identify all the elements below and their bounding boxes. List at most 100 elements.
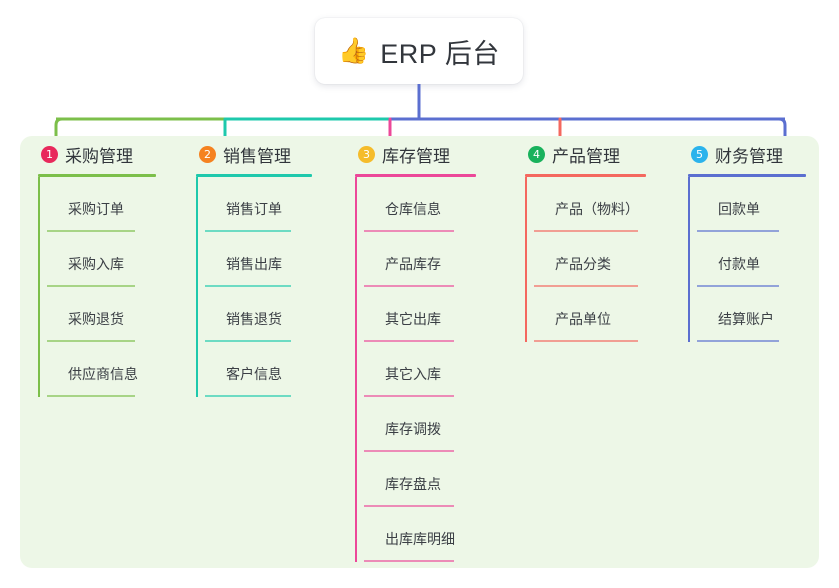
list-item-rule xyxy=(697,230,779,232)
branch-number-badge: 4 xyxy=(528,145,545,163)
list-item[interactable]: 采购退货 xyxy=(47,287,186,342)
list-item-rule xyxy=(364,340,454,342)
branch-title: 财务管理 xyxy=(715,146,783,166)
branch-title: 产品管理 xyxy=(552,146,620,166)
branch-header-产品管理[interactable]: 4 产品管理 xyxy=(525,136,680,172)
list-item-label: 采购退货 xyxy=(68,311,124,327)
list-item[interactable]: 客户信息 xyxy=(205,342,347,397)
list-item[interactable]: 采购订单 xyxy=(47,177,186,232)
list-item[interactable]: 付款单 xyxy=(697,232,819,287)
list-item[interactable]: 回款单 xyxy=(697,177,819,232)
branch-header-财务管理[interactable]: 5 财务管理 xyxy=(688,136,819,172)
root-node[interactable]: 👍 ERP 后台 xyxy=(315,18,523,84)
branch-number-badge: 1 xyxy=(41,145,58,163)
list-item-label: 回款单 xyxy=(718,201,760,217)
list-item-rule xyxy=(47,340,135,342)
branch-title: 销售管理 xyxy=(223,146,291,166)
branch-spine xyxy=(525,177,527,342)
list-item-rule xyxy=(697,340,779,342)
list-item-label: 产品库存 xyxy=(385,256,441,272)
branch-header-rule xyxy=(355,174,476,177)
list-item-label: 库存调拨 xyxy=(385,421,441,437)
branch-spine xyxy=(688,177,690,342)
branch-number-badge: 2 xyxy=(199,145,216,163)
branch-header-rule xyxy=(525,174,646,177)
branch-title: 库存管理 xyxy=(382,146,450,166)
branch-column-产品管理: 4 产品管理产品（物料） 产品分类产品单位 xyxy=(515,136,680,568)
list-item-rule xyxy=(47,230,135,232)
branch-header-rule xyxy=(688,174,806,177)
list-item[interactable]: 产品（物料） xyxy=(534,177,680,232)
branch-item-list: 仓库信息产品库存其它出库其它入库库存调拨库存盘点出库库明细 xyxy=(355,177,515,562)
branch-column-销售管理: 2 销售管理销售订单销售出库销售退货客户信息 xyxy=(186,136,347,568)
list-item-label: 产品分类 xyxy=(555,256,611,272)
root-title: ERP 后台 xyxy=(380,38,500,69)
list-item-label: 其它出库 xyxy=(385,311,441,327)
list-item-rule xyxy=(534,285,638,287)
list-item-label: 出库库明细 xyxy=(385,531,455,547)
list-item[interactable]: 产品分类 xyxy=(534,232,680,287)
list-item-label: 销售订单 xyxy=(226,201,282,217)
list-item-label: 其它入库 xyxy=(385,366,441,382)
list-item[interactable]: 其它出库 xyxy=(364,287,515,342)
list-item-rule xyxy=(364,560,454,562)
list-item[interactable]: 库存盘点 xyxy=(364,452,515,507)
list-item[interactable]: 销售订单 xyxy=(205,177,347,232)
list-item-label: 销售出库 xyxy=(226,256,282,272)
list-item[interactable]: 采购入库 xyxy=(47,232,186,287)
branch-header-rule xyxy=(196,174,312,177)
branch-column-库存管理: 3 库存管理仓库信息产品库存其它出库其它入库库存调拨库存盘点出库库明细 xyxy=(347,136,515,568)
thumbs-up-icon: 👍 xyxy=(338,36,370,65)
list-item-label: 付款单 xyxy=(718,256,760,272)
list-item-rule xyxy=(364,285,454,287)
list-item[interactable]: 其它入库 xyxy=(364,342,515,397)
list-item[interactable]: 出库库明细 xyxy=(364,507,515,562)
list-item[interactable]: 结算账户 xyxy=(697,287,819,342)
list-item-rule xyxy=(205,285,291,287)
branch-number-badge: 5 xyxy=(691,145,708,163)
list-item[interactable]: 销售退货 xyxy=(205,287,347,342)
branch-item-list: 产品（物料） 产品分类产品单位 xyxy=(525,177,680,342)
list-item[interactable]: 产品库存 xyxy=(364,232,515,287)
branch-spine xyxy=(355,177,357,562)
list-item-label: 供应商信息 xyxy=(68,366,138,382)
branch-column-采购管理: 1 采购管理采购订单采购入库采购退货供应商信息 xyxy=(20,136,186,568)
list-item-label: 销售退货 xyxy=(226,311,282,327)
list-item[interactable]: 销售出库 xyxy=(205,232,347,287)
list-item-label: 库存盘点 xyxy=(385,476,441,492)
list-item-rule xyxy=(534,340,638,342)
list-item-label: 结算账户 xyxy=(718,311,774,327)
branch-number-badge: 3 xyxy=(358,145,375,163)
list-item-rule xyxy=(47,395,135,397)
list-item-label: 产品单位 xyxy=(555,311,611,327)
branch-header-rule xyxy=(38,174,156,177)
list-item-rule xyxy=(205,340,291,342)
content-panel xyxy=(20,136,819,568)
list-item-label: 产品（物料） xyxy=(555,201,639,217)
list-item-rule xyxy=(364,395,454,397)
list-item-label: 采购入库 xyxy=(68,256,124,272)
branch-spine xyxy=(38,177,40,397)
branch-header-库存管理[interactable]: 3 库存管理 xyxy=(355,136,515,172)
list-item-rule xyxy=(364,230,454,232)
branch-item-list: 销售订单销售出库销售退货客户信息 xyxy=(196,177,347,397)
branch-header-销售管理[interactable]: 2 销售管理 xyxy=(196,136,347,172)
list-item-rule xyxy=(697,285,779,287)
list-item[interactable]: 产品单位 xyxy=(534,287,680,342)
list-item-rule xyxy=(205,230,291,232)
list-item[interactable]: 库存调拨 xyxy=(364,397,515,452)
branch-column-财务管理: 5 财务管理回款单付款单结算账户 xyxy=(680,136,819,568)
branch-title: 采购管理 xyxy=(65,146,133,166)
branch-header-采购管理[interactable]: 1 采购管理 xyxy=(38,136,186,172)
list-item-label: 采购订单 xyxy=(68,201,124,217)
list-item-rule xyxy=(534,230,638,232)
list-item[interactable]: 供应商信息 xyxy=(47,342,186,397)
branch-item-list: 采购订单采购入库采购退货供应商信息 xyxy=(38,177,186,397)
branch-spine xyxy=(196,177,198,397)
list-item-label: 客户信息 xyxy=(226,366,282,382)
list-item[interactable]: 仓库信息 xyxy=(364,177,515,232)
branch-item-list: 回款单付款单结算账户 xyxy=(688,177,819,342)
list-item-label: 仓库信息 xyxy=(385,201,441,217)
list-item-rule xyxy=(205,395,291,397)
branch-columns: 1 采购管理采购订单采购入库采购退货供应商信息 2 销售管理销售订单销售出库销售退货客… xyxy=(20,136,819,568)
